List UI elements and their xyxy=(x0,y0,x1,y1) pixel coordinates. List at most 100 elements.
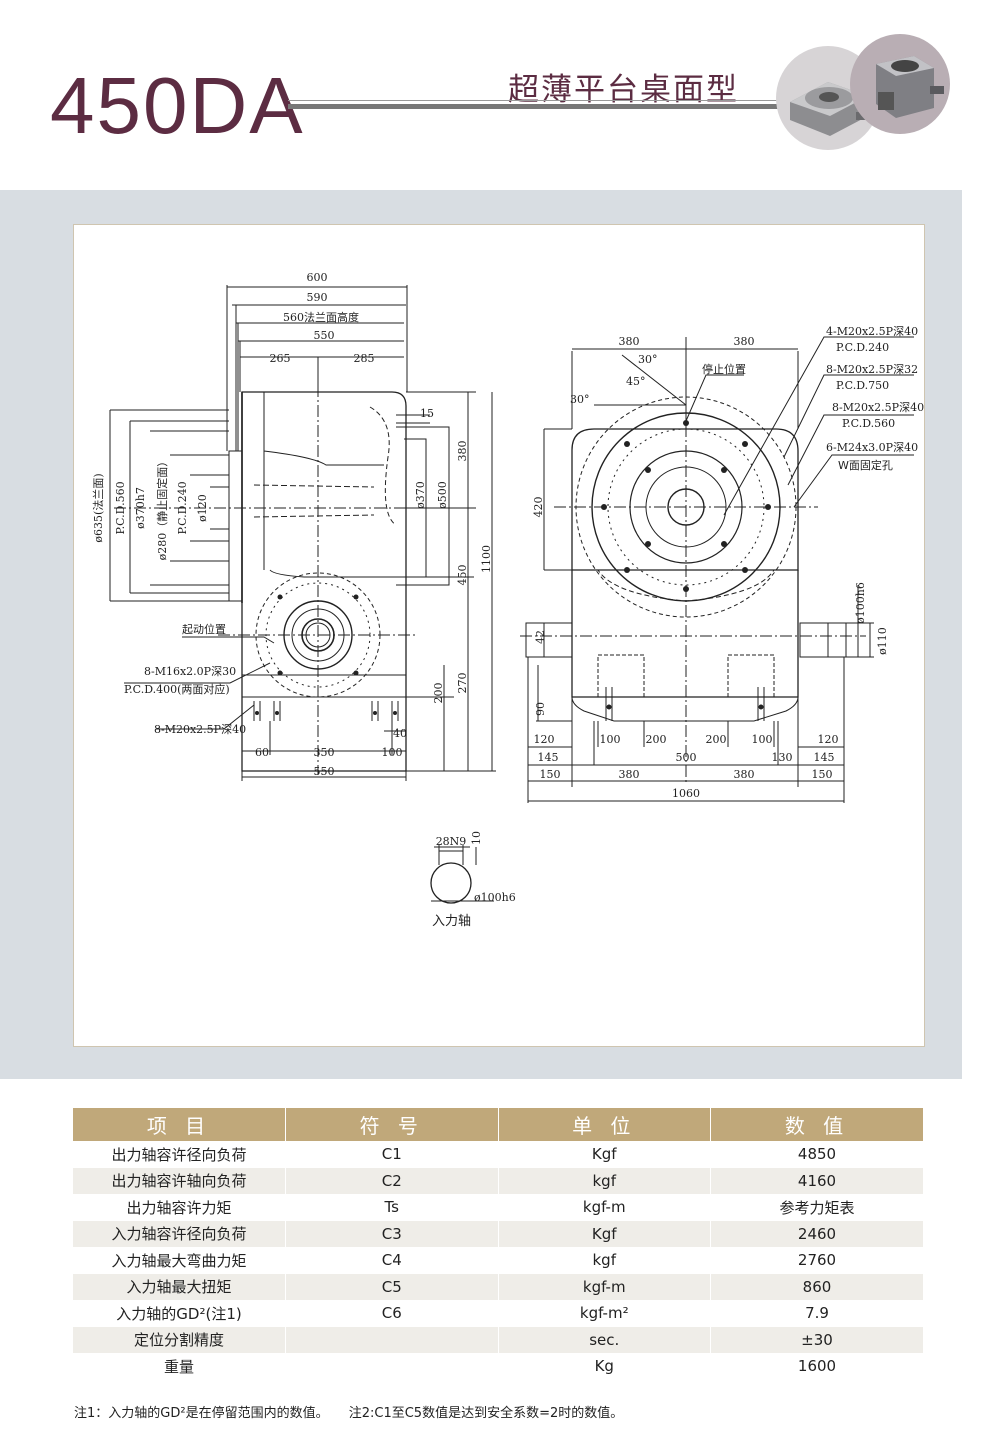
cell-item: 重量 xyxy=(73,1353,286,1380)
model-title: 450DA xyxy=(50,61,305,150)
table-row: 出力轴容许轴向负荷 C2 kgf 4160 xyxy=(73,1167,923,1194)
dim-dia370h7: ø370h7 xyxy=(134,487,147,529)
dim-42: 42 xyxy=(534,630,547,644)
cell-symbol: Ts xyxy=(285,1194,499,1221)
label-m20-holes: 8-M20x2.5P深40 xyxy=(154,723,246,736)
title-rule-thin xyxy=(288,100,778,101)
col-header-unit: 单 位 xyxy=(498,1108,711,1141)
cell-item: 出力轴容许径向负荷 xyxy=(73,1141,286,1168)
label-c1-line1: 4-M20x2.5P深40 xyxy=(826,325,918,338)
dim-dia110: ø110 xyxy=(876,627,889,655)
dim-550-bottom: 550 xyxy=(314,765,335,778)
cell-value: 1600 xyxy=(797,1357,837,1376)
cell-value: 860 xyxy=(710,1273,923,1300)
dim-100-side: 100 xyxy=(382,746,403,759)
cell-symbol: C1 xyxy=(285,1141,499,1168)
dim-120-right: 120 xyxy=(818,733,839,746)
dim-590: 590 xyxy=(307,291,328,304)
col-header-item: 项 目 xyxy=(73,1108,286,1141)
dim-380-left: 380 xyxy=(619,335,640,348)
dim-15: 15 xyxy=(420,407,434,420)
dim-145-left: 145 xyxy=(538,751,559,764)
table-row: 入力轴最大扭矩 C5 kgf-m 860 xyxy=(73,1273,923,1300)
drawing-canvas: 600 590 560法兰面高度 550 265 285 15 380 1100… xyxy=(91,271,924,929)
cell-value: 2460 xyxy=(710,1220,923,1247)
table-row: 重量 Kg 1600 xyxy=(73,1353,923,1380)
product-subtitle: 超薄平台桌面型 xyxy=(508,72,739,108)
cell-value: 4850 xyxy=(797,1145,837,1164)
dim-270: 270 xyxy=(456,673,469,694)
spec-table: 项 目 符 号 单 位 数 值 出力轴容许径向负荷 C1 Kgf 4850 出力… xyxy=(73,1108,923,1380)
dim-200-side: 200 xyxy=(432,683,445,704)
dim-90: 90 xyxy=(534,702,547,716)
label-stop-position: 停止位置 xyxy=(702,362,746,376)
angle-45: 45° xyxy=(626,375,646,388)
label-c3-line1: 8-M20x2.5P深40 xyxy=(832,401,924,414)
shaft-diameter: ø100h6 xyxy=(474,891,516,904)
cell-item: 出力轴容许轴向负荷 xyxy=(73,1167,286,1194)
angle-30-left: 30° xyxy=(570,393,590,406)
dim-pcd560: P.C.D.560 xyxy=(114,481,127,534)
dim-dia280: ø280（静止固定面） xyxy=(155,456,169,561)
dim-380-right: 380 xyxy=(734,335,755,348)
dim-350: 350 xyxy=(314,746,335,759)
dim-285: 285 xyxy=(354,352,375,365)
dim-100-right: 100 xyxy=(752,733,773,746)
cell-value: 7.9 xyxy=(805,1304,829,1323)
dim-150-left: 150 xyxy=(540,768,561,781)
dim-1100: 1100 xyxy=(480,545,493,573)
dim-450: 450 xyxy=(456,565,469,586)
cell-unit: kgf xyxy=(498,1167,711,1194)
dim-380-side: 380 xyxy=(456,441,469,462)
cell-value: ±30 xyxy=(710,1326,923,1353)
dim-pcd240: P.C.D.240 xyxy=(176,481,189,534)
dim-150-right: 150 xyxy=(812,768,833,781)
label-c4-line1: 6-M24x3.0P深40 xyxy=(826,441,918,454)
table-row: 入力轴容许径向负荷 C3 Kgf 2460 xyxy=(73,1220,923,1247)
shaft-key-depth: 10 xyxy=(470,831,483,845)
dim-120-left: 120 xyxy=(534,733,555,746)
title-rule xyxy=(288,104,778,109)
label-c1-line2: P.C.D.240 xyxy=(836,341,889,354)
col-header-value: 数 值 xyxy=(710,1108,923,1141)
dim-380-bottom-left: 380 xyxy=(619,768,640,781)
dim-265: 265 xyxy=(270,352,291,365)
cell-item: 入力轴最大扭矩 xyxy=(73,1273,286,1300)
cell-unit: kgf xyxy=(498,1247,711,1274)
dim-380-bottom-right: 380 xyxy=(734,768,755,781)
cell-symbol xyxy=(285,1326,499,1353)
label-c4-line2: W面固定孔 xyxy=(838,458,893,472)
footnote-1: 注1：入力轴的GD²是在停留范围内的数值。 xyxy=(74,1406,329,1421)
dim-dia635: ø635(法兰面) xyxy=(91,473,105,542)
cell-symbol: C6 xyxy=(285,1300,499,1327)
cell-item: 入力轴最大弯曲力矩 xyxy=(73,1247,286,1274)
cell-unit: kgf-m xyxy=(498,1273,711,1300)
label-pcd400: P.C.D.400(两面对应) xyxy=(124,682,230,696)
dim-130: 130 xyxy=(772,751,793,764)
table-row: 入力轴最大弯曲力矩 C4 kgf 2760 xyxy=(73,1247,923,1274)
dim-60: 60 xyxy=(255,746,269,759)
cell-unit: kgf-m xyxy=(498,1194,711,1221)
dim-560-flange: 560法兰面高度 xyxy=(283,310,359,324)
cell-item: 入力轴的GD²(注1) xyxy=(73,1300,286,1327)
cell-unit: kgf-m² xyxy=(498,1300,711,1327)
dim-dia500: ø500 xyxy=(436,481,449,509)
angle-30-top: 30° xyxy=(638,353,658,366)
cell-symbol xyxy=(285,1353,499,1380)
dim-200-right: 200 xyxy=(706,733,727,746)
dim-100-left: 100 xyxy=(600,733,621,746)
label-c2-line2: P.C.D.750 xyxy=(836,379,889,392)
footnote-2: 注2:C1至C5数值是达到安全系数=2时的数值。 xyxy=(348,1406,624,1421)
table-row: 出力轴容许径向负荷 C1 Kgf 4850 xyxy=(73,1141,923,1168)
technical-drawing: 600 590 560法兰面高度 550 265 285 15 380 1100… xyxy=(73,224,925,1047)
shaft-key-width: 28N9 xyxy=(436,835,467,848)
cell-symbol: C2 xyxy=(285,1167,499,1194)
dim-1060: 1060 xyxy=(672,787,700,800)
cell-value: 2760 xyxy=(797,1251,837,1270)
table-row: 入力轴的GD²(注1) C6 kgf-m² 7.9 xyxy=(73,1300,923,1327)
table-row: 定位分割精度 sec. ±30 xyxy=(73,1326,923,1353)
product-photo-2 xyxy=(850,34,950,134)
dim-550-top: 550 xyxy=(314,329,335,342)
shaft-caption: 入力轴 xyxy=(432,914,471,929)
cell-item: 入力轴容许径向负荷 xyxy=(73,1220,286,1247)
